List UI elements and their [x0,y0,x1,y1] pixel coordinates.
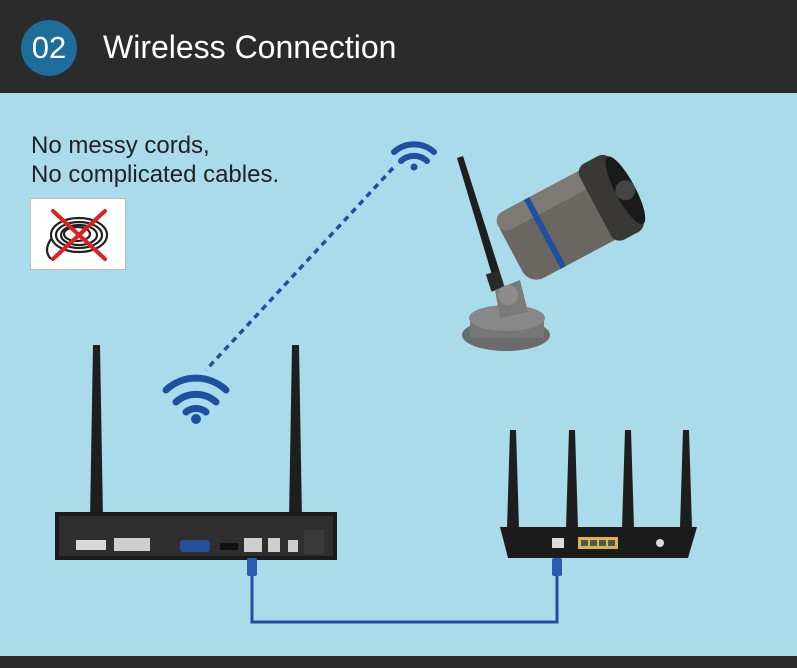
header-bar: 02 Wireless Connection [0,0,797,93]
router-image [500,430,697,558]
illustration-area [0,93,797,656]
nvr-recorder-image [55,345,337,560]
footer-bar [0,656,797,668]
wireless-link-line [204,166,395,372]
wifi-icon [162,374,230,424]
tagline-line-2: No complicated cables. [31,161,280,188]
camera-image [457,154,646,351]
ethernet-cable [247,558,562,624]
tagline: No messy cords, No complicated cables. [31,131,279,189]
page-title: Wireless Connection [103,29,397,65]
step-number-badge: 02 [21,20,77,76]
no-cable-icon [30,198,126,270]
wifi-icon [391,141,437,171]
tagline-line-1: No messy cords, [31,132,210,159]
